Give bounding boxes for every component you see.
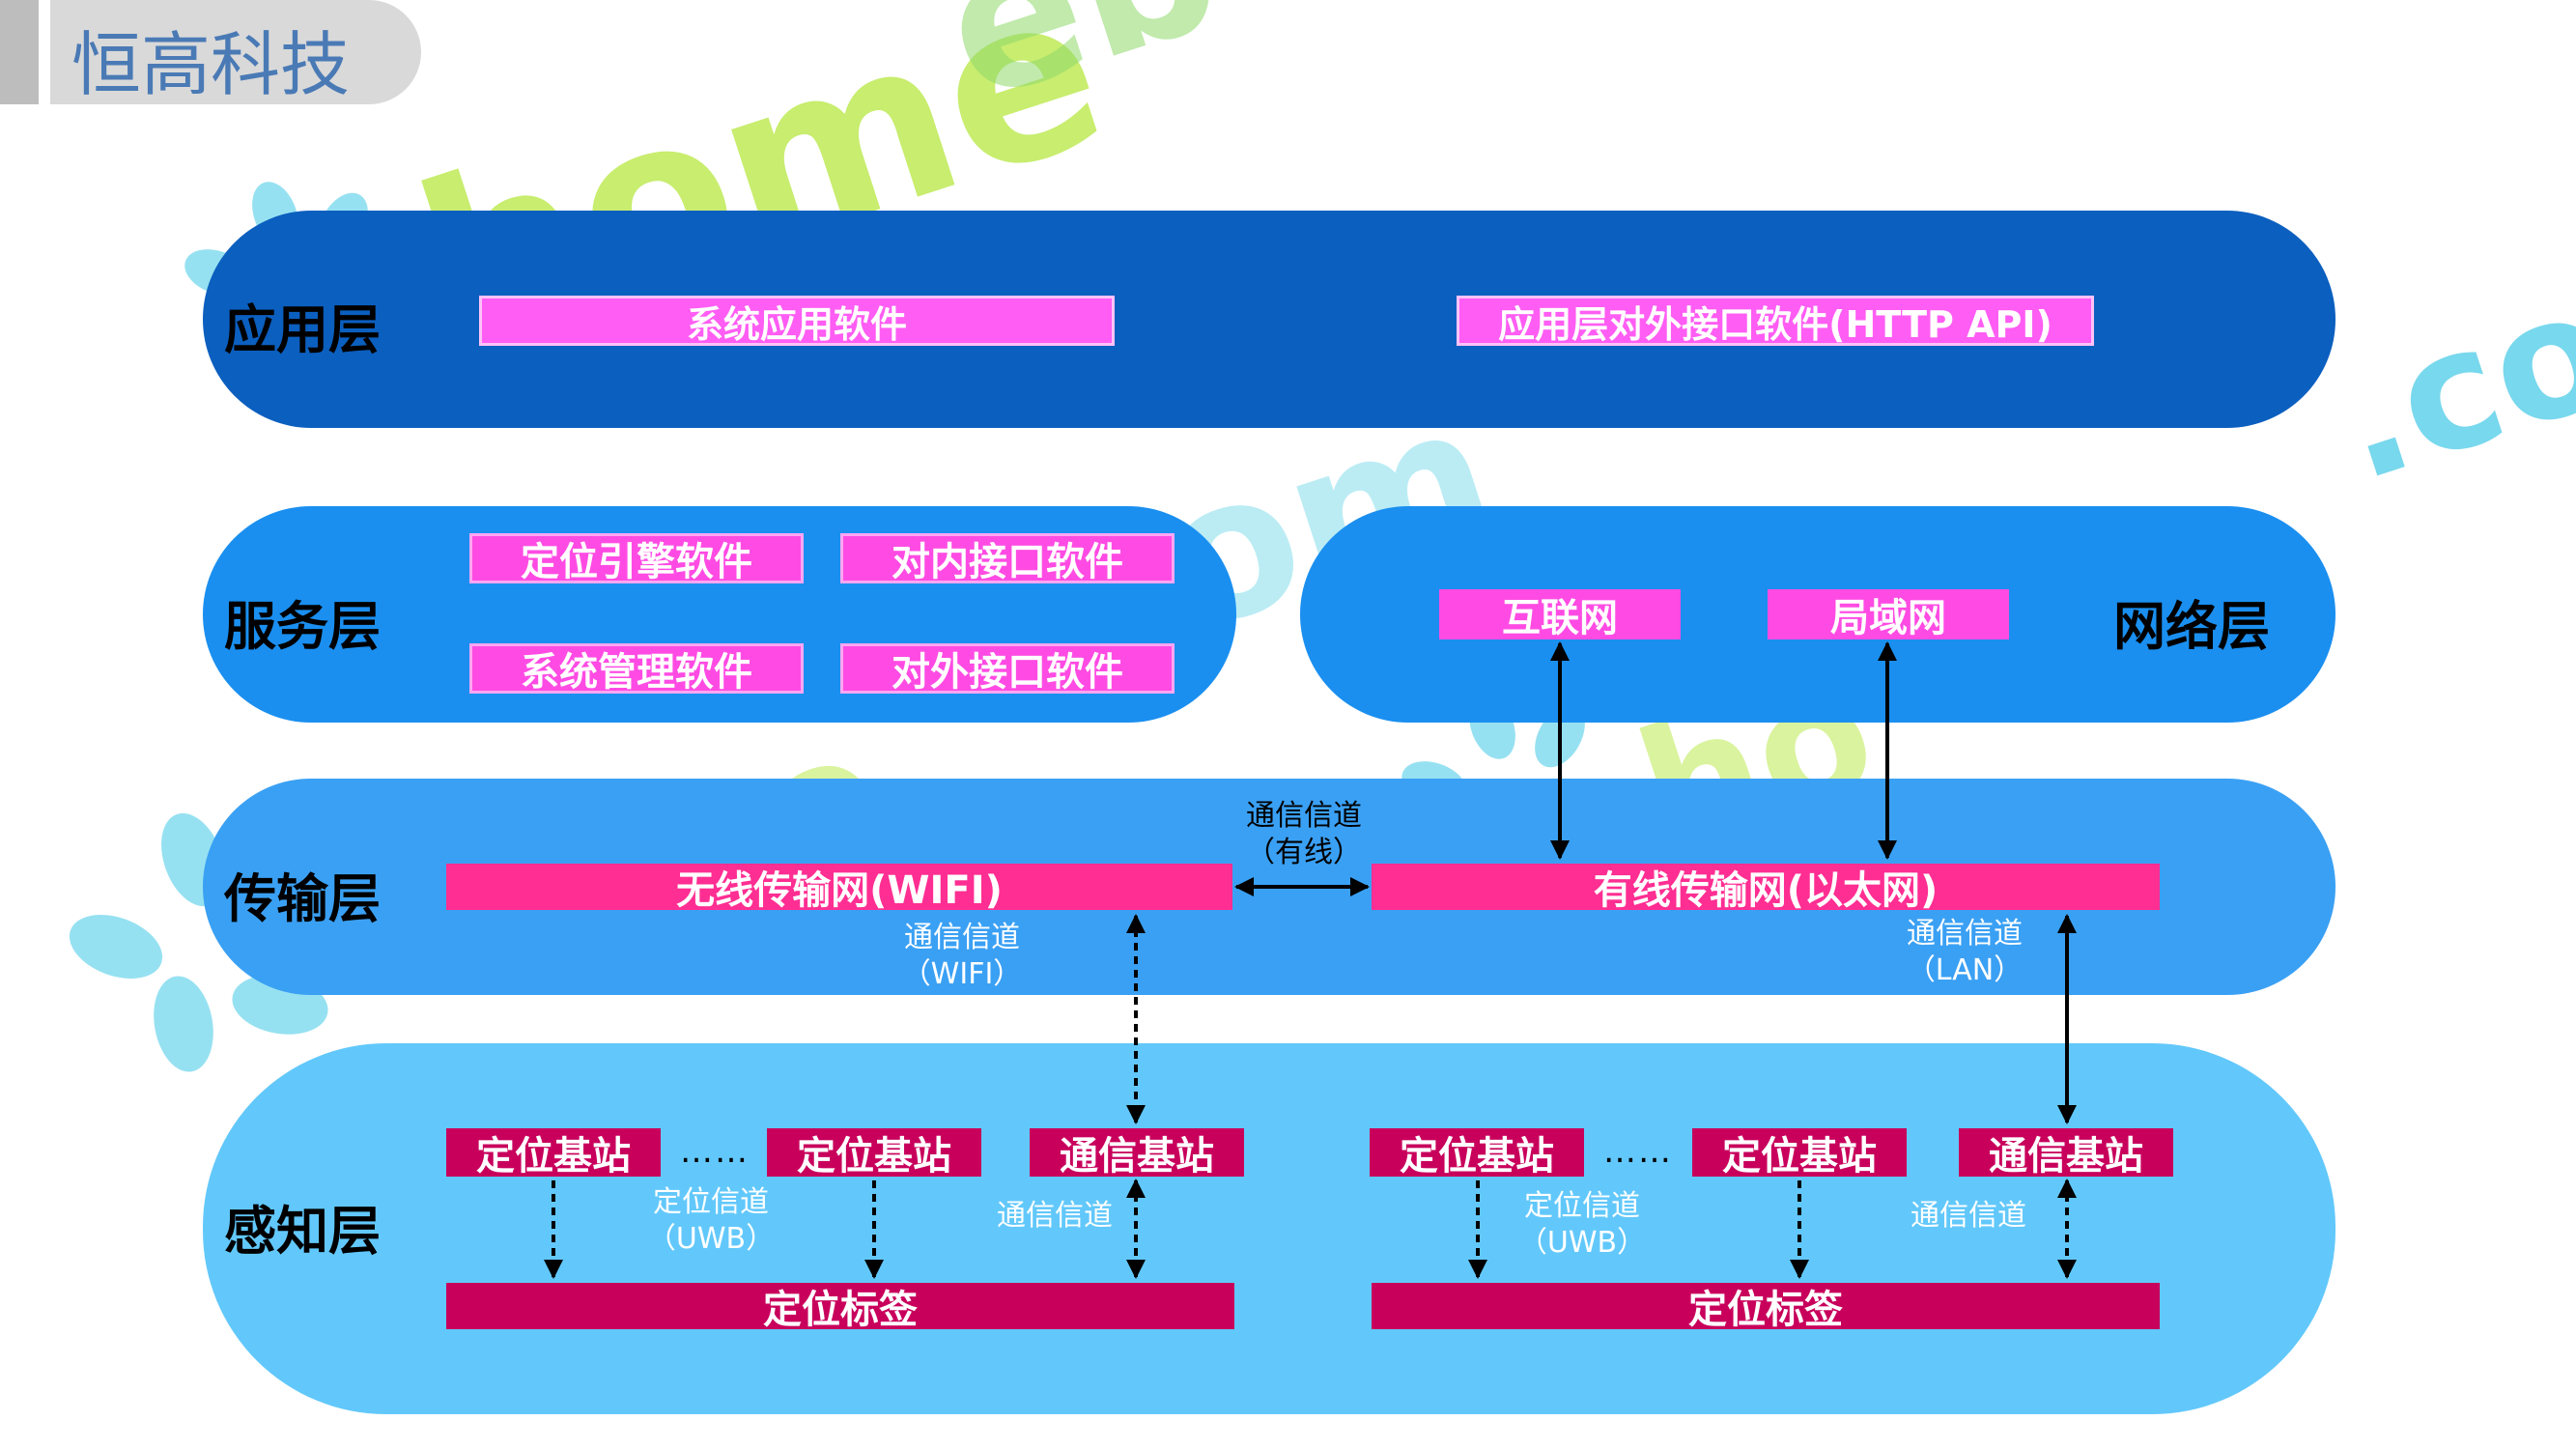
- application-external-api-software: 应用层对外接口软件(HTTP API): [1457, 296, 2094, 346]
- anchor-station-left-a: 定位基站: [446, 1128, 661, 1179]
- positioning-engine-software: 定位引擎软件: [469, 533, 804, 584]
- wired-channel-line1: 通信信道: [1246, 799, 1362, 833]
- system-application-software: 系统应用软件: [479, 296, 1115, 346]
- uwb-channel-right-line2: （UWB）: [1517, 1226, 1647, 1260]
- lan-channel-label: 通信信道 （LAN）: [1887, 916, 2042, 989]
- comm-channel-label-right: 通信信道: [1911, 1199, 2026, 1233]
- header-tab: [50, 0, 421, 104]
- internet-box: 互联网: [1439, 589, 1681, 640]
- external-interface-software: 对外接口软件: [840, 643, 1175, 695]
- lan-channel-line2: （LAN）: [1906, 953, 2024, 987]
- uwb-channel-label-left: 定位信道 （UWB）: [634, 1184, 788, 1258]
- internal-interface-software: 对内接口软件: [840, 533, 1175, 584]
- comm-station-left: 通信基站: [1030, 1128, 1244, 1179]
- application-layer-label: 应用层: [224, 299, 381, 360]
- wired-network-box: 有线传输网(以太网): [1372, 864, 2160, 913]
- anchor-station-left-b: 定位基站: [767, 1128, 981, 1179]
- wired-channel-line2: （有线）: [1246, 836, 1362, 869]
- lan-box: 局域网: [1768, 589, 2009, 640]
- uwb-channel-right-line1: 定位信道: [1524, 1189, 1640, 1223]
- anchor-station-right-b: 定位基站: [1692, 1128, 1907, 1179]
- header-title: 恒高科技: [71, 24, 351, 105]
- uwb-channel-left-line1: 定位信道: [653, 1185, 769, 1219]
- wifi-channel-label: 通信信道 （WIFI）: [885, 920, 1039, 993]
- wireless-network-box: 无线传输网(WIFI): [446, 864, 1232, 913]
- perception-layer: [203, 1043, 2335, 1414]
- perception-layer-label: 感知层: [224, 1201, 381, 1262]
- wired-channel-label: 通信信道 （有线）: [1227, 798, 1381, 871]
- transport-layer-label: 传输层: [224, 868, 381, 929]
- anchor-station-right-a: 定位基站: [1370, 1128, 1584, 1179]
- wifi-channel-line1: 通信信道: [904, 921, 1020, 954]
- anchor-ellipsis-right: ……: [1603, 1132, 1673, 1171]
- wifi-channel-line2: （WIFI）: [901, 957, 1023, 991]
- service-layer-label: 服务层: [224, 596, 381, 657]
- uwb-channel-label-right: 定位信道 （UWB）: [1505, 1188, 1659, 1262]
- anchor-ellipsis-left: ……: [680, 1132, 750, 1171]
- system-management-software: 系统管理软件: [469, 643, 804, 695]
- positioning-tag-left: 定位标签: [446, 1283, 1234, 1332]
- comm-channel-label-left: 通信信道: [997, 1199, 1113, 1233]
- positioning-tag-right: 定位标签: [1372, 1283, 2160, 1332]
- comm-station-right: 通信基站: [1959, 1128, 2173, 1179]
- network-layer-label: 网络层: [2113, 596, 2270, 657]
- header-accent-bar: [0, 0, 39, 104]
- uwb-channel-left-line2: （UWB）: [646, 1222, 776, 1256]
- lan-channel-line1: 通信信道: [1907, 917, 2023, 951]
